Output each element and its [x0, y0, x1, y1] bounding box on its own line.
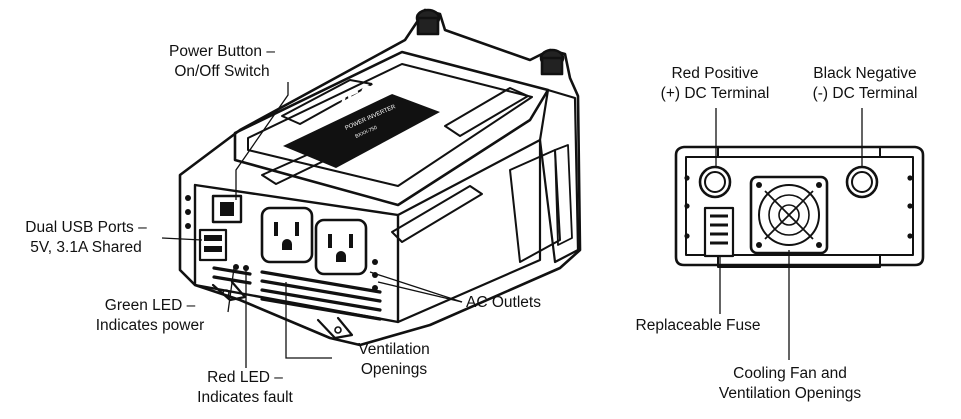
label-usb-ports-line1: Dual USB Ports –: [25, 219, 147, 236]
label-green-led-line1: Green LED –: [104, 297, 196, 314]
label-fuse: Replaceable Fuse: [618, 316, 778, 336]
label-fuse-line1: Replaceable Fuse: [635, 317, 761, 334]
label-red-terminal-line1: Red Positive: [671, 65, 759, 82]
label-ventilation: Ventilation Openings: [334, 340, 454, 380]
label-black-terminal-line1: Black Negative: [813, 65, 917, 82]
callout-lines: [161, 82, 863, 368]
label-red-terminal-line2: (+) DC Terminal: [660, 85, 770, 102]
label-power-button-line1: Power Button –: [169, 43, 275, 60]
label-ventilation-line2: Openings: [360, 361, 428, 378]
label-power-button: Power Button – On/Off Switch: [142, 42, 302, 82]
inverter-front-view: [178, 8, 582, 347]
label-fan: Cooling Fan and Ventilation Openings: [700, 364, 880, 404]
label-fan-line2: Ventilation Openings: [718, 385, 862, 402]
label-usb-ports-line2: 5V, 3.1A Shared: [30, 239, 142, 256]
label-fan-line1: Cooling Fan and: [733, 365, 847, 382]
label-ac-outlets-line1: AC Outlets: [466, 294, 541, 311]
label-red-terminal: Red Positive (+) DC Terminal: [640, 64, 790, 104]
label-power-button-line2: On/Off Switch: [174, 63, 270, 80]
label-black-terminal: Black Negative (-) DC Terminal: [790, 64, 940, 104]
label-ventilation-line1: Ventilation: [358, 341, 430, 358]
label-red-led-line2: Indicates fault: [197, 389, 293, 406]
label-green-led-line2: Indicates power: [95, 317, 205, 334]
label-red-led-line1: Red LED –: [207, 369, 283, 386]
label-usb-ports: Dual USB Ports – 5V, 3.1A Shared: [6, 218, 166, 258]
label-green-led: Green LED – Indicates power: [70, 296, 230, 336]
inverter-rear-view: [674, 145, 925, 268]
label-ac-outlets: AC Outlets: [466, 293, 541, 313]
label-red-led: Red LED – Indicates fault: [170, 368, 320, 408]
label-black-terminal-line2: (-) DC Terminal: [812, 85, 918, 102]
